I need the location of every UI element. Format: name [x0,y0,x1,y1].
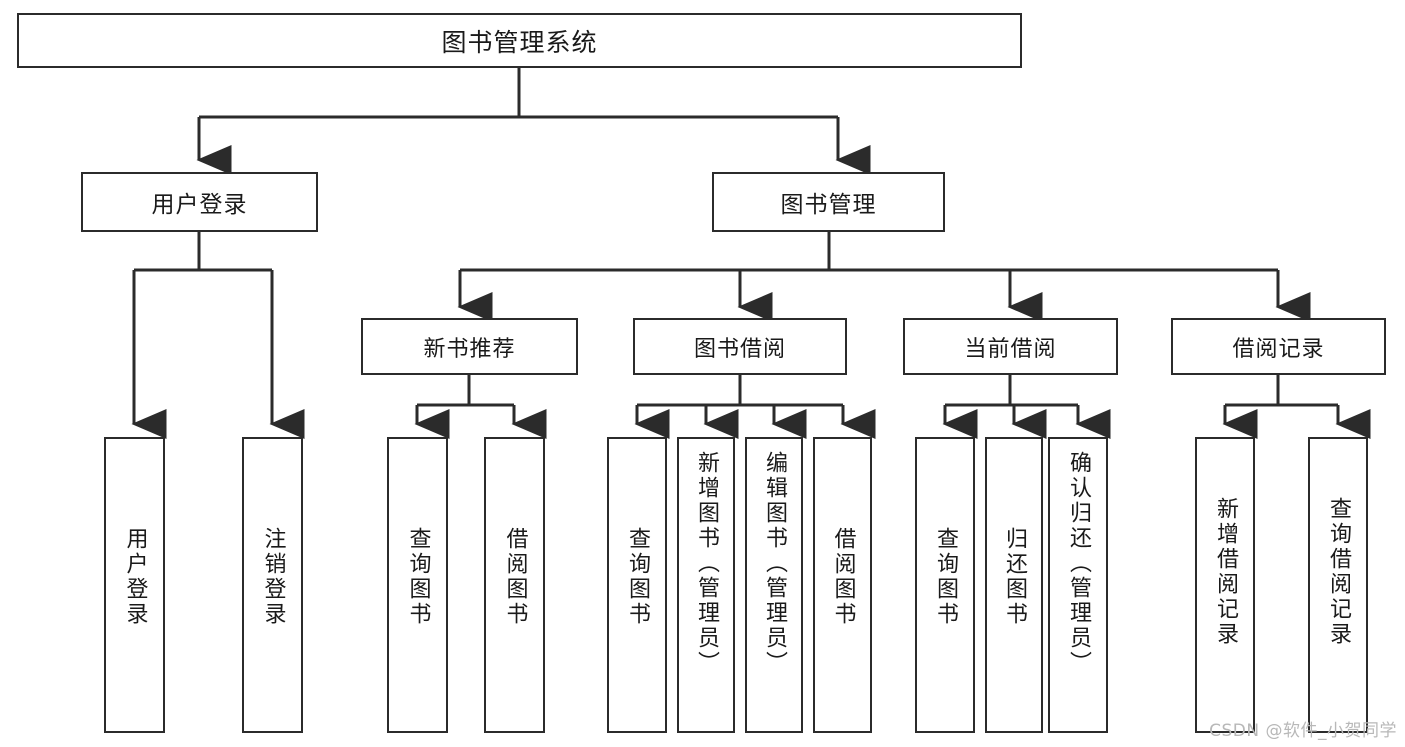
node-label: 确认归还（管理员） [1065,451,1091,676]
node-label: 注销登录 [260,527,286,627]
node-root-system[interactable]: 图书管理系统 [17,13,1022,68]
leaf-borrow-add-book-admin[interactable]: 新增图书（管理员） [677,437,735,733]
node-borrow-record[interactable]: 借阅记录 [1171,318,1386,375]
leaf-current-confirm-return-admin[interactable]: 确认归还（管理员） [1048,437,1108,733]
node-label: 借阅图书 [502,527,528,627]
leaf-borrow-borrow-book[interactable]: 借阅图书 [813,437,872,733]
leaf-user-login-signout[interactable]: 注销登录 [242,437,303,733]
leaf-record-add-record[interactable]: 新增借阅记录 [1195,437,1255,733]
leaf-borrow-query-book[interactable]: 查询图书 [607,437,667,733]
node-label: 当前借阅 [964,336,1057,362]
node-label: 查询借阅记录 [1325,497,1351,647]
node-label: 新书推荐 [423,336,516,362]
node-label: 图书借阅 [693,336,786,362]
node-label: 借阅记录 [1232,336,1325,362]
node-label: 图书管理系统 [441,27,598,57]
node-label: 图书管理 [780,192,877,218]
node-label: 用户登录 [122,527,148,627]
node-label: 新增借阅记录 [1212,497,1238,647]
node-book-management[interactable]: 图书管理 [712,172,945,232]
leaf-user-login-signin[interactable]: 用户登录 [104,437,165,733]
node-label: 查询图书 [624,527,650,627]
leaf-recommend-borrow-book[interactable]: 借阅图书 [484,437,545,733]
node-label: 借阅图书 [830,527,856,627]
leaf-current-query-book[interactable]: 查询图书 [915,437,975,733]
node-label: 编辑图书（管理员） [761,451,787,676]
node-label: 归还图书 [1001,527,1027,627]
leaf-recommend-query-book[interactable]: 查询图书 [387,437,448,733]
node-label: 查询图书 [405,527,431,627]
node-new-book-recommend[interactable]: 新书推荐 [361,318,578,375]
leaf-record-query-record[interactable]: 查询借阅记录 [1308,437,1368,733]
leaf-borrow-edit-book-admin[interactable]: 编辑图书（管理员） [745,437,803,733]
node-book-borrow[interactable]: 图书借阅 [633,318,847,375]
node-current-borrow[interactable]: 当前借阅 [903,318,1118,375]
node-label: 用户登录 [151,192,248,218]
node-label: 新增图书（管理员） [693,451,719,676]
node-label: 查询图书 [932,527,958,627]
leaf-current-return-book[interactable]: 归还图书 [985,437,1043,733]
node-user-login[interactable]: 用户登录 [81,172,318,232]
csdn-watermark: CSDN @软件_小贺同学 [1209,721,1397,741]
